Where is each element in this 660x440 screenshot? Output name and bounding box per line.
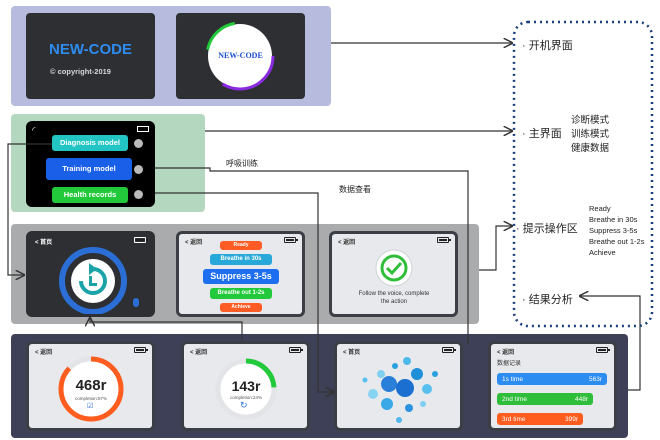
diagnosis-model-button[interactable]: Diagnosis model	[52, 135, 128, 151]
record-row-1[interactable]: 1s time 563r	[497, 373, 607, 385]
main-menu-screen: ◜ Diagnosis model Training model Health …	[26, 121, 155, 207]
health-records-button[interactable]: Health records	[52, 187, 128, 203]
back-button[interactable]: < 返回	[497, 350, 515, 356]
records-title: 数据记录	[497, 361, 522, 367]
back-home-label[interactable]: < 首页	[343, 350, 361, 356]
wifi-icon: ◜	[32, 125, 36, 135]
score-completion-1: completion:87%	[74, 396, 108, 401]
legend-mode-1: 诊断模式	[571, 115, 610, 126]
result-score-screen-1: < 返回 468r completion:87% ☑	[26, 341, 155, 431]
legend-step-4: Breathe out 1-2s	[589, 237, 645, 246]
microphone-icon[interactable]	[133, 298, 139, 307]
legend-mode-2: 训练模式	[571, 129, 610, 140]
record-row-2[interactable]: 2nd time 448r	[497, 393, 593, 405]
breathing-training-label: 呼吸训练	[226, 159, 258, 168]
bubbles-graphic	[362, 357, 438, 423]
selector-dot-3	[134, 190, 143, 199]
battery-icon	[284, 237, 298, 243]
status-bar: < 首页	[337, 344, 460, 358]
ring-logo-icon	[205, 21, 275, 91]
legend-result-analysis: · 结果分析	[522, 294, 573, 306]
result-score-screen-2: < 返回 143r completion:24% ↻	[181, 341, 310, 431]
score-value-1: 468r	[75, 377, 107, 394]
back-button[interactable]: < 返回	[185, 240, 203, 246]
legend-main-interface: · 主界面	[522, 128, 562, 140]
step-breathe-in: Breathe in 30s	[210, 254, 272, 265]
battery-icon	[137, 126, 149, 132]
record-row-3[interactable]: 3rd time 399r	[497, 413, 583, 425]
legend-prompt-area: · 提示操作区	[516, 223, 578, 235]
battery-icon	[134, 347, 148, 353]
ring-logo-text: NEW-CODE	[218, 51, 263, 60]
data-view-label: 数据查看	[339, 185, 371, 194]
score-value-2: 143r	[231, 378, 261, 394]
status-bar: < 返回	[29, 344, 152, 358]
step-achieve: Achieve	[220, 303, 262, 312]
records-screen: < 返回 数据记录 1s time 563r 2nd time 448r 3rd…	[488, 341, 617, 431]
practice-home-screen: < 首页	[26, 231, 155, 317]
start-training-icon[interactable]	[29, 234, 155, 317]
copyright-icon: ©	[50, 67, 56, 76]
legend-step-3: Suppress 3-5s	[589, 226, 638, 235]
boot-logo-text: NEW-CODE	[48, 41, 133, 58]
boot-screen-ring: NEW-CODE	[176, 13, 305, 99]
training-model-button[interactable]: Training model	[46, 158, 132, 180]
status-bar: < 返回	[491, 344, 614, 358]
step-ready: Ready	[220, 241, 262, 250]
step-breathe-out: Breathe out 1-2s	[210, 288, 272, 299]
selector-dot-2	[134, 165, 143, 174]
refresh-icon: ↻	[240, 400, 248, 410]
check-icon	[375, 249, 413, 287]
practice-voice-screen: < 返回 Follow the voice, complete the acti…	[329, 231, 458, 317]
back-button[interactable]: < 返回	[35, 350, 53, 356]
legend-mode-3: 健康数据	[571, 143, 610, 154]
battery-icon	[596, 347, 610, 353]
legend-step-5: Achieve	[589, 248, 616, 257]
legend-step-1: Ready	[589, 204, 611, 213]
score-completion-2: completion:24%	[229, 395, 263, 400]
battery-icon	[442, 347, 456, 353]
selector-dot-1	[134, 139, 143, 148]
copyright-text: © copyright-2019	[50, 67, 111, 76]
legend-step-2: Breathe in 30s	[589, 215, 638, 224]
voice-instruction: Follow the voice, complete the action	[358, 291, 430, 305]
bubble-screen: < 首页	[334, 341, 463, 431]
step-suppress: Suppress 3-5s	[203, 269, 279, 284]
completion-ring-1	[58, 356, 124, 422]
legend-boot-interface: · 开机界面	[522, 40, 573, 52]
practice-steps-screen: < 返回 Ready Breathe in 30s Suppress 3-5s …	[176, 231, 305, 317]
check-icon: ☑	[87, 403, 94, 410]
battery-icon	[134, 237, 148, 243]
boot-screen-logo: NEW-CODE © copyright-2019	[26, 13, 155, 99]
